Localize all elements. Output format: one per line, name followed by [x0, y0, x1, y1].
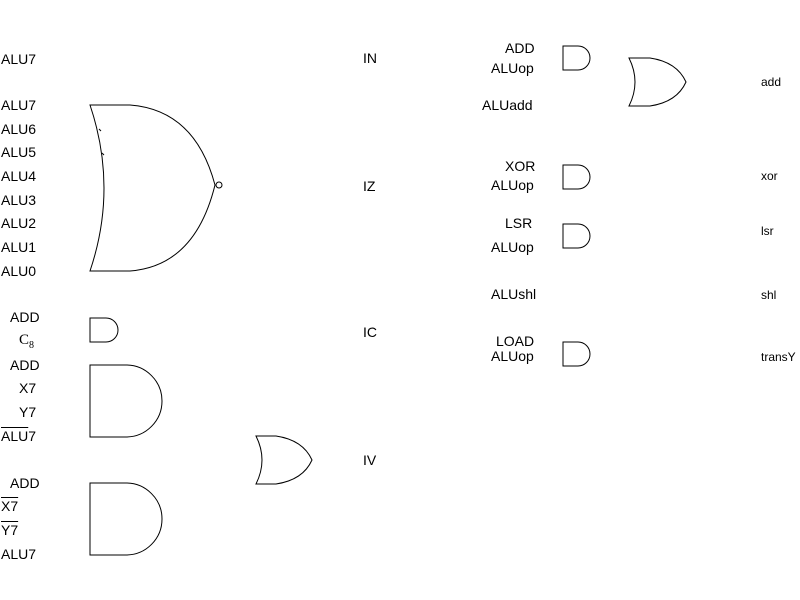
flag-ic: IC	[363, 324, 377, 340]
input-label-alu7: ALU7	[1, 51, 37, 67]
nor-input-label: ALU5	[1, 144, 37, 160]
nor-input-label: ALU2	[1, 215, 37, 231]
right-input-add: ADD	[505, 40, 535, 56]
nor-input-tick	[98, 128, 102, 132]
right-input-xor: XOR	[505, 158, 536, 174]
or-gate-overflow	[255, 435, 313, 485]
carry-input-add: ADD	[10, 309, 40, 325]
nor-input-label: ALU6	[1, 121, 37, 137]
nor-input-tick	[101, 152, 105, 156]
overflow1-input-y7: Y7	[19, 404, 37, 420]
flag-in: IN	[363, 50, 377, 66]
or-gate-add	[628, 57, 687, 107]
right-input-alushl: ALUshl	[491, 286, 537, 302]
nor-gate-zero	[89, 104, 216, 272]
right-input-aluop: ALUop	[491, 177, 534, 193]
overflow1-input-alu7-inverted: ALU7	[1, 428, 37, 444]
and-gate-overflow-1	[89, 364, 163, 438]
right-input-lsr: LSR	[505, 215, 533, 231]
and-gate-carry	[89, 317, 119, 343]
nor-input-label: ALU3	[1, 192, 37, 208]
output-lsr: lsr	[761, 224, 774, 238]
overflow2-input-alu7: ALU7	[1, 546, 37, 562]
output-xor: xor	[761, 169, 778, 183]
nor-input-label: ALU7	[1, 97, 37, 113]
and-gate-overflow-2	[89, 482, 163, 556]
nor-input-label: ALU4	[1, 168, 37, 184]
output-add: add	[761, 75, 782, 89]
nor-input-label: ALU1	[1, 239, 37, 255]
right-input-aluadd: ALUadd	[482, 97, 533, 113]
overflow1-input-x7: X7	[19, 380, 37, 396]
flag-iz: IZ	[363, 178, 376, 194]
nor-bubble	[215, 181, 223, 189]
output-transy: transY	[761, 350, 796, 364]
and-gate-load	[562, 341, 591, 367]
overflow2-input-x7-inverted: X7	[1, 498, 19, 514]
right-input-aluop: ALUop	[491, 239, 534, 255]
flag-iv: IV	[363, 452, 377, 468]
and-gate-add	[562, 45, 591, 71]
and-gate-lsr	[562, 223, 591, 249]
carry-input-c8: C8	[19, 332, 35, 351]
right-input-aluop: ALUop	[491, 60, 534, 76]
overflow1-input-add: ADD	[10, 357, 40, 373]
overflow2-input-y7-inverted: Y7	[1, 522, 19, 538]
right-input-load: LOAD	[496, 333, 535, 349]
nor-input-label: ALU0	[1, 263, 37, 279]
overflow2-input-add: ADD	[10, 475, 40, 491]
right-input-aluop: ALUop	[491, 348, 534, 364]
output-shl: shl	[761, 288, 777, 302]
and-gate-xor	[562, 164, 591, 190]
